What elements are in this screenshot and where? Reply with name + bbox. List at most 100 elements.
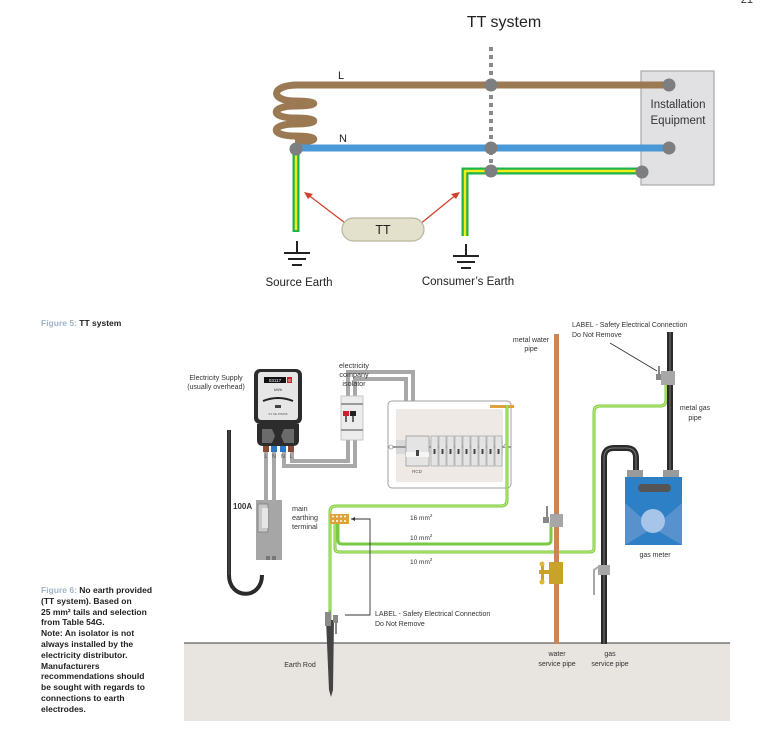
rod-label-line-1: LABEL - Safety Electrical Connection — [375, 611, 490, 618]
tail-labels: L N N L — [264, 454, 292, 460]
water-pipe-label-2: pipe — [524, 346, 537, 353]
water-service-label-2: service pipe — [538, 661, 575, 668]
figure6-caption-line: 25 mm² tails and selection — [41, 606, 147, 617]
service-cutout — [256, 500, 282, 560]
supply-label-2: (usually overhead) — [187, 384, 245, 391]
gas-pipe — [593, 332, 675, 644]
water-pipe-clamp — [543, 506, 563, 527]
node-e-equipment — [635, 165, 649, 179]
gas-label-pointer — [609, 342, 658, 372]
earth-rod-label: Earth Rod — [284, 662, 316, 669]
svg-text:L: L — [264, 454, 267, 460]
installation-label-2: Equipment — [651, 115, 707, 127]
figure6-caption-line: always installed by the — [41, 638, 134, 649]
svg-text:N: N — [281, 454, 285, 460]
node-n-boundary — [484, 141, 498, 155]
mcb-toggle — [433, 449, 436, 454]
figure6-caption-line: (TT system). Based on — [41, 595, 132, 606]
figure6-caption-line: from Table 54G. — [41, 617, 105, 628]
figure5-caption: Figure 5: TT system — [41, 318, 121, 329]
figure6-caption-line: Manufacturers — [41, 660, 100, 671]
installation-equipment-box — [640, 70, 715, 186]
supply-label-1: Electricity Supply — [189, 375, 243, 382]
mcb-toggle — [457, 449, 460, 454]
svg-text:L: L — [289, 454, 292, 460]
figure5-caption-prefix: Figure 5: — [41, 318, 77, 328]
figure6-caption-line: Note: An isolator is not — [41, 628, 135, 639]
mcb-toggle — [497, 449, 500, 454]
source-earth-icon — [284, 241, 310, 266]
node-n-source — [289, 142, 303, 156]
figure6-caption-line: electrodes. — [41, 703, 86, 714]
supply-cable — [227, 430, 264, 596]
met-label-1: main — [292, 504, 308, 513]
gas-pipe-label-1: metal gas — [680, 405, 711, 412]
gas-label-line-2: Do Not Remove — [572, 332, 622, 339]
fuse-rating: 100A — [233, 502, 252, 511]
met-pointer-line — [345, 518, 371, 616]
figure6-caption-prefix: Figure 6: — [41, 585, 77, 595]
figure6-caption: Figure 6: No earth provided(TT system). … — [41, 585, 176, 715]
cable-size-16: 16 mm2 — [410, 513, 433, 522]
figure6-caption-line: No earth provided — [79, 585, 153, 595]
water-pipe — [554, 334, 559, 644]
consumer-earth-conductor — [461, 167, 645, 236]
figure5-title: TT system — [467, 14, 541, 31]
rcd-label: RCD — [412, 469, 422, 474]
tt-badge — [341, 217, 425, 242]
cable-size-10b: 10 mm2 — [410, 557, 433, 566]
water-stopcock — [539, 561, 563, 585]
water-pipe-label-1: metal water — [513, 337, 550, 344]
gas-pipe-label-2: pipe — [688, 415, 701, 422]
connection-nodes — [289, 78, 676, 179]
tt-badge-label: TT — [375, 223, 391, 237]
electricity-meter: 03117 8 kWh ST 0E 155456 — [254, 369, 302, 452]
node-n-equipment — [662, 141, 676, 155]
mcb-toggle — [481, 449, 484, 454]
isolator-label-3: isolator — [342, 379, 366, 388]
neutral-label: N — [339, 133, 347, 145]
page-number: 21 — [740, 0, 753, 6]
gas-label-line-1: LABEL - Safety Electrical Connection — [572, 322, 687, 329]
ground — [184, 643, 730, 721]
meter-unit: kWh — [274, 387, 282, 392]
isolator-label-1: electricity — [339, 361, 369, 370]
figure6-caption-line: be sought with regards to — [41, 682, 145, 693]
node-l-boundary — [484, 78, 498, 92]
node-e-boundary — [484, 164, 498, 178]
gas-service-label-2: service pipe — [591, 661, 628, 668]
transformer-coil — [272, 81, 318, 146]
earth-rod — [325, 610, 338, 697]
gas-service-label-1: gas — [604, 651, 616, 658]
figure6-caption-line: connections to earth — [41, 692, 125, 703]
meter-tails — [264, 436, 357, 502]
rod-label-line-2: Do Not Remove — [375, 621, 425, 628]
mcb-toggle — [489, 449, 492, 454]
figure6-caption-line: recommendations should — [41, 671, 145, 682]
figure5-caption-text: TT system — [79, 318, 122, 328]
met-label-2: earthing — [292, 513, 318, 522]
mcb-row — [430, 435, 503, 467]
meter-last-digit: 8 — [288, 378, 291, 383]
consumer-earth-label: Consumer’s Earth — [422, 276, 514, 288]
consumer-earth-icon — [453, 244, 479, 269]
water-service-label-1: water — [547, 651, 566, 658]
meter-serial: ST 0E 155456 — [268, 412, 287, 416]
isolator-label-2: company — [339, 370, 369, 379]
gas-meter-label: gas meter — [639, 552, 671, 559]
source-earth-label: Source Earth — [265, 277, 332, 289]
earth-bonding-cables — [328, 378, 668, 612]
line-label: L — [338, 70, 344, 82]
mcb-toggle — [449, 449, 452, 454]
consumer-unit: RCD — [387, 400, 514, 489]
figure6-caption-line: electricity distributor. — [41, 649, 128, 660]
gas-meter — [625, 470, 682, 545]
met-label-3: terminal — [292, 522, 318, 531]
mcb-toggle — [473, 449, 476, 454]
node-l-equipment — [662, 78, 676, 92]
svg-text:N: N — [272, 454, 276, 460]
main-earthing-terminal — [330, 514, 349, 524]
cable-size-10a: 10 mm2 — [410, 533, 433, 542]
mcb-toggle — [441, 449, 444, 454]
